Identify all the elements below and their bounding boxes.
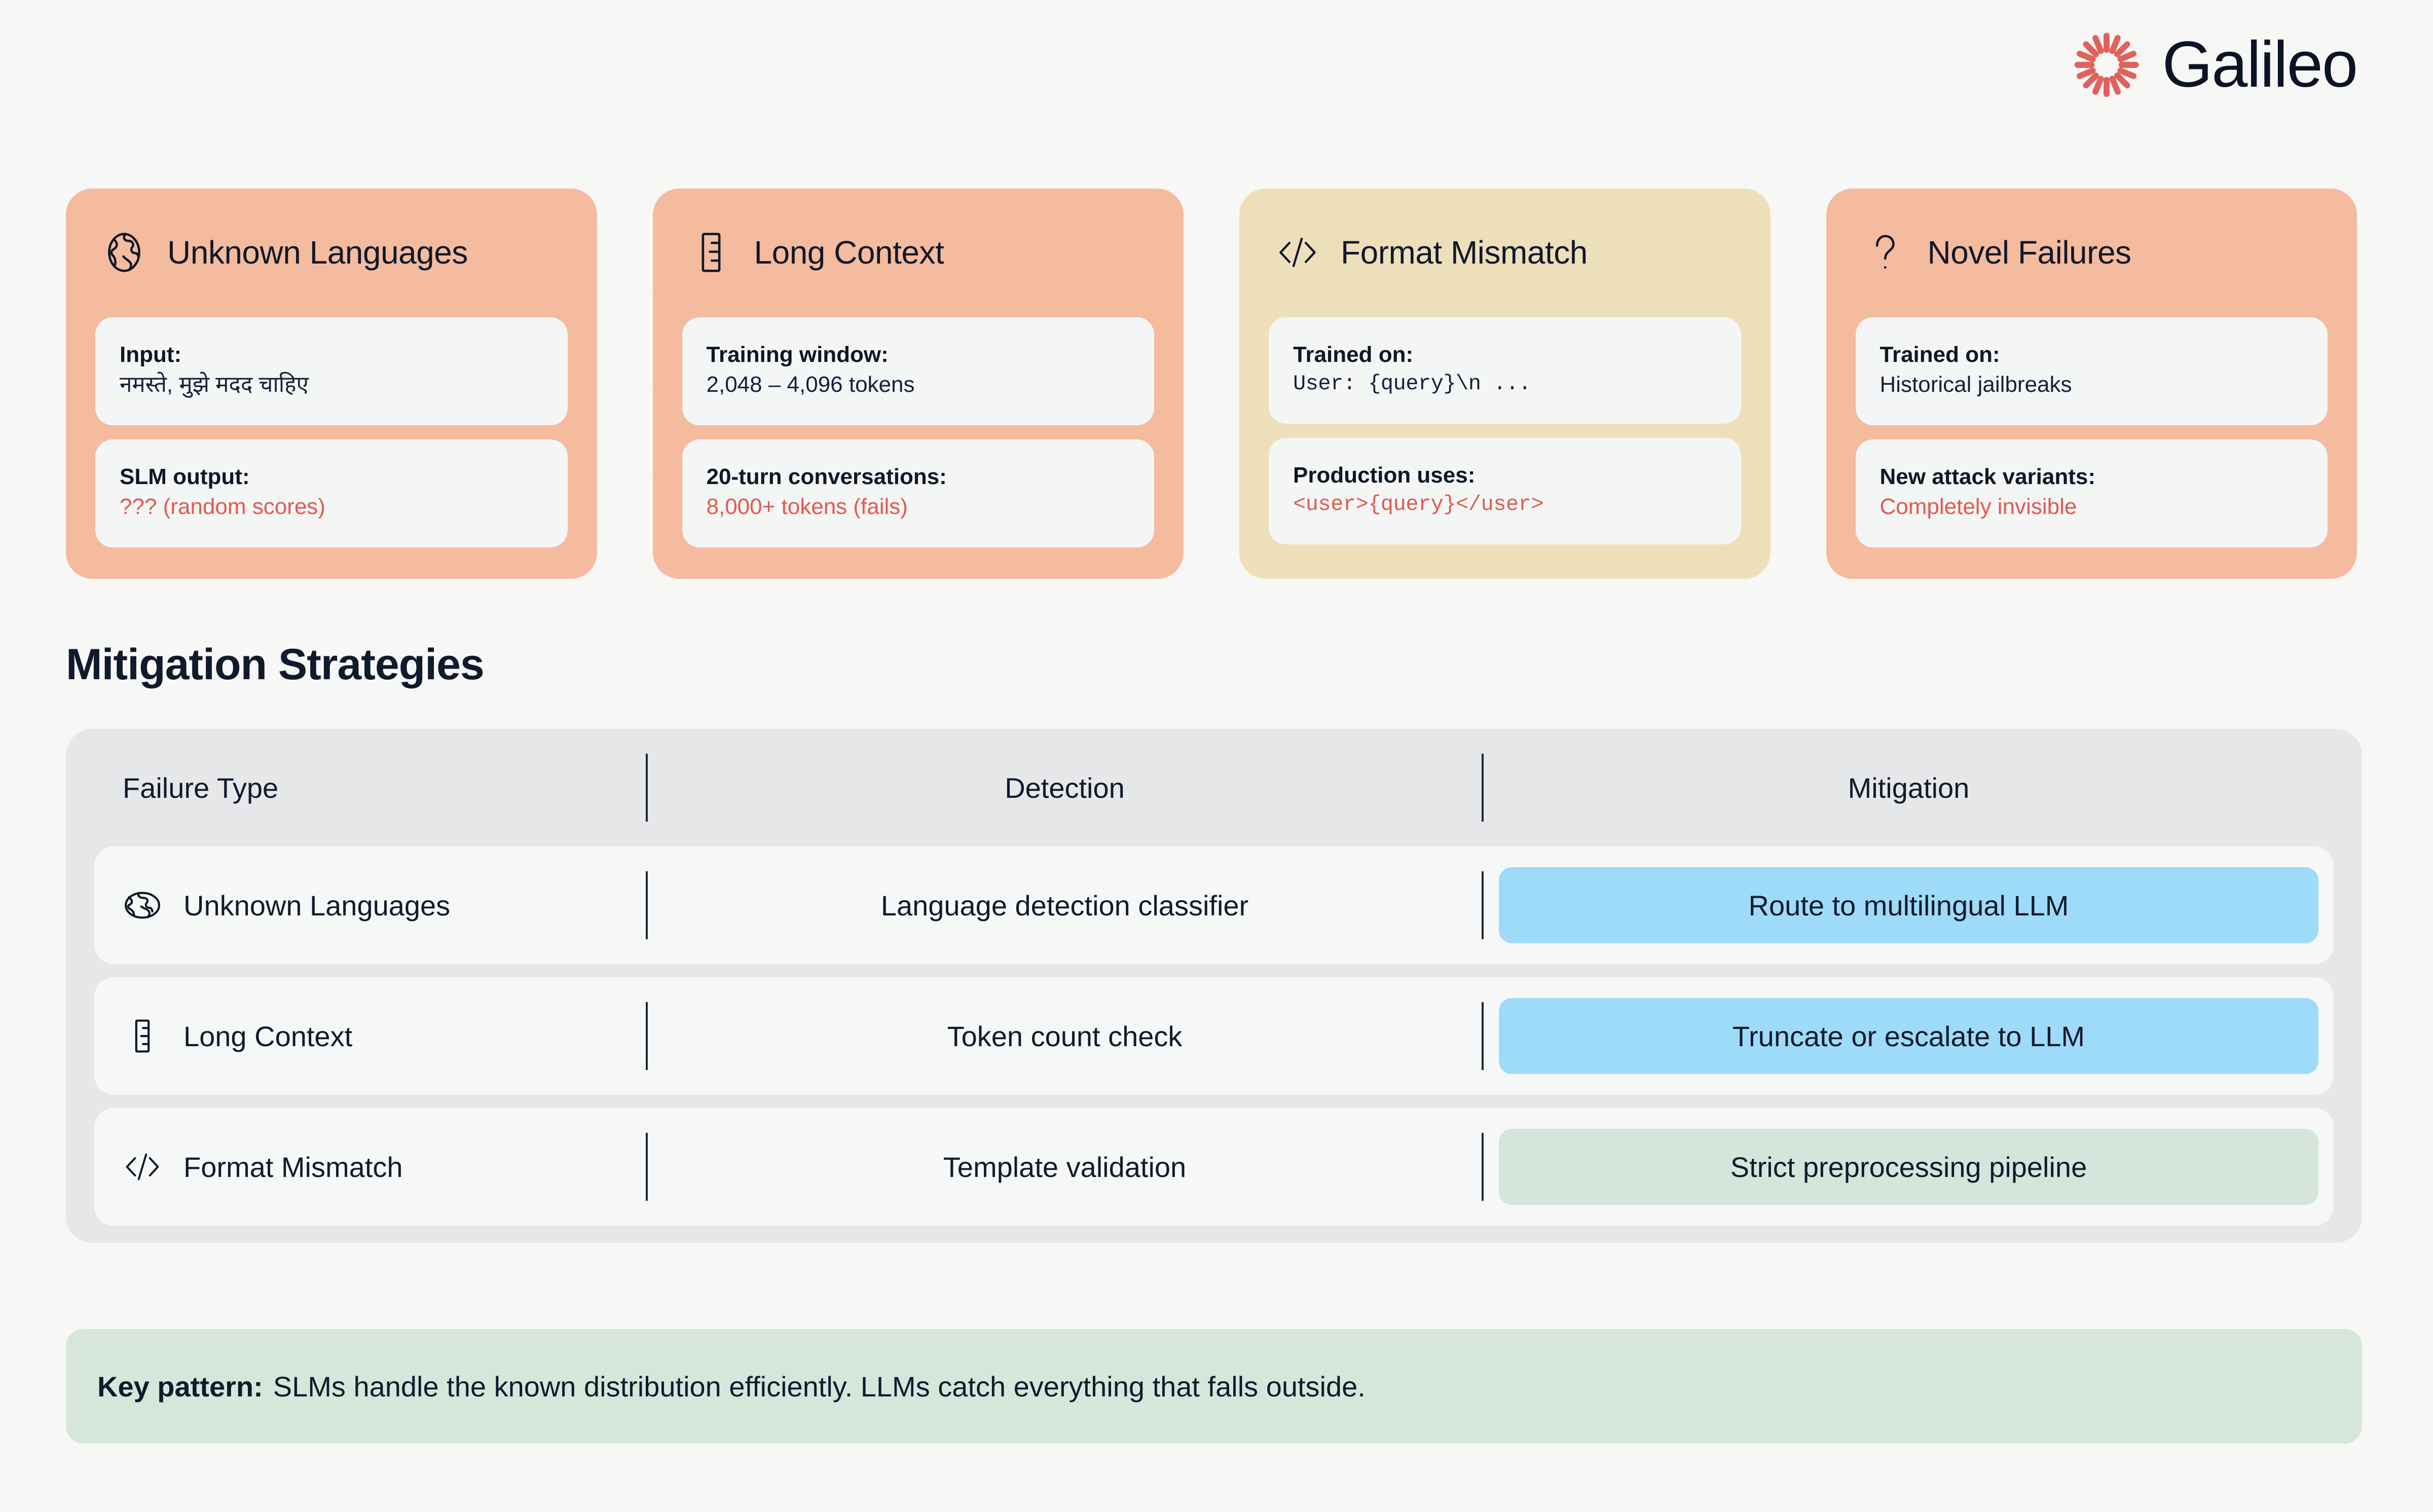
table-row: Long Context Token count check Truncate … bbox=[94, 977, 2334, 1095]
subbox-label: 20-turn conversations: bbox=[706, 464, 947, 489]
card-subbox: SLM output: ??? (random scores) bbox=[95, 439, 568, 547]
card-title: Unknown Languages bbox=[167, 234, 468, 271]
detection-label: Language detection classifier bbox=[880, 889, 1249, 921]
card-format-mismatch: Format Mismatch Trained on: User: {query… bbox=[1239, 189, 1771, 579]
key-pattern-label: Key pattern: bbox=[97, 1370, 263, 1403]
subbox-value: नमस्ते, मुझे मदद चाहिए bbox=[120, 372, 309, 397]
ruler-icon bbox=[689, 231, 733, 274]
subbox-value: 2,048 – 4,096 tokens bbox=[706, 372, 915, 397]
subbox-label: SLM output: bbox=[120, 464, 250, 489]
subbox-label: Trained on: bbox=[1879, 342, 2000, 367]
card-title: Long Context bbox=[754, 234, 944, 271]
code-brackets-icon bbox=[1276, 231, 1319, 274]
cell-failure-type: Unknown Languages bbox=[94, 846, 646, 964]
card-subbox: Production uses: <user>{query}</user> bbox=[1269, 438, 1741, 545]
column-divider bbox=[646, 1133, 648, 1201]
mitigation-strategies-table: Failure Type Detection Mitigation Unknow… bbox=[66, 729, 2362, 1243]
card-long-context: Long Context Training window: 2,048 – 4,… bbox=[652, 189, 1184, 579]
subbox-value: ??? (random scores) bbox=[120, 494, 325, 520]
subbox-value: Completely invisible bbox=[1879, 494, 2077, 520]
subbox-label: New attack variants: bbox=[1879, 464, 2096, 489]
subbox-value: <user>{query}</user> bbox=[1293, 492, 1544, 517]
table-row: Unknown Languages Language detection cla… bbox=[94, 846, 2334, 964]
card-subbox: Training window: 2,048 – 4,096 tokens bbox=[682, 317, 1154, 425]
column-divider bbox=[1482, 1133, 1484, 1201]
detection-label: Token count check bbox=[947, 1020, 1183, 1052]
subbox-label: Input: bbox=[120, 342, 182, 367]
subbox-label: Trained on: bbox=[1293, 342, 1414, 367]
cell-detection: Language detection classifier bbox=[648, 846, 1482, 964]
cell-failure-type: Long Context bbox=[94, 977, 646, 1095]
subbox-value: 8,000+ tokens (fails) bbox=[706, 494, 908, 520]
failure-cards-row: Unknown Languages Input: नमस्ते, मुझे मद… bbox=[66, 189, 2357, 579]
column-divider bbox=[646, 871, 648, 939]
card-unknown-languages: Unknown Languages Input: नमस्ते, मुझे मद… bbox=[66, 189, 597, 579]
question-mark-icon bbox=[1863, 231, 1906, 274]
cell-label: Format Mismatch bbox=[183, 1151, 403, 1183]
column-header-failure-type: Failure Type bbox=[123, 771, 279, 804]
cell-label: Unknown Languages bbox=[183, 889, 451, 921]
subbox-value: User: {query}\n ... bbox=[1293, 372, 1531, 396]
table-row: Format Mismatch Template validation Stri… bbox=[94, 1108, 2334, 1226]
card-header: Novel Failures bbox=[1856, 220, 2328, 285]
card-novel-failures: Novel Failures Trained on: Historical ja… bbox=[1826, 189, 2357, 579]
subbox-value: Historical jailbreaks bbox=[1879, 372, 2072, 397]
card-subbox: Trained on: Historical jailbreaks bbox=[1855, 317, 2328, 425]
card-title: Format Mismatch bbox=[1341, 234, 1588, 271]
globe-icon bbox=[102, 231, 146, 274]
cell-failure-type: Format Mismatch bbox=[94, 1108, 646, 1226]
column-divider bbox=[646, 1002, 648, 1070]
card-header: Long Context bbox=[682, 220, 1155, 285]
card-subbox: Input: नमस्ते, मुझे मदद चाहिए bbox=[95, 317, 568, 425]
card-subbox: New attack variants: Completely invisibl… bbox=[1855, 439, 2328, 547]
column-header-mitigation: Mitigation bbox=[1848, 771, 1970, 804]
column-divider bbox=[1482, 871, 1484, 939]
card-title: Novel Failures bbox=[1927, 234, 2132, 271]
key-pattern-text: SLMs handle the known distribution effic… bbox=[273, 1370, 1366, 1403]
cell-detection: Token count check bbox=[648, 977, 1482, 1095]
mitigation-pill[interactable]: Route to multilingual LLM bbox=[1499, 867, 2318, 943]
column-divider bbox=[646, 754, 648, 822]
mitigation-pill[interactable]: Truncate or escalate to LLM bbox=[1499, 998, 2318, 1074]
brand-logo: Galileo bbox=[2073, 28, 2358, 101]
card-header: Format Mismatch bbox=[1269, 220, 1741, 285]
cell-mitigation: Strict preprocessing pipeline bbox=[1484, 1108, 2334, 1226]
column-header-detection: Detection bbox=[1005, 771, 1125, 804]
column-divider bbox=[1482, 754, 1484, 822]
subbox-label: Production uses: bbox=[1293, 463, 1476, 488]
detection-label: Template validation bbox=[943, 1151, 1187, 1183]
cell-detection: Template validation bbox=[648, 1108, 1482, 1226]
card-subbox: Trained on: User: {query}\n ... bbox=[1269, 317, 1741, 424]
brand-name: Galileo bbox=[2162, 28, 2358, 101]
table-header-row: Failure Type Detection Mitigation bbox=[66, 729, 2362, 846]
code-brackets-icon bbox=[123, 1147, 162, 1187]
page-title: Mitigation Strategies bbox=[66, 640, 485, 689]
globe-icon bbox=[123, 886, 162, 925]
card-subbox: 20-turn conversations: 8,000+ tokens (fa… bbox=[682, 439, 1154, 547]
card-header: Unknown Languages bbox=[95, 220, 568, 285]
cell-mitigation: Truncate or escalate to LLM bbox=[1484, 977, 2334, 1095]
column-divider bbox=[1482, 1002, 1484, 1070]
galileo-starburst-icon bbox=[2073, 31, 2140, 98]
cell-label: Long Context bbox=[183, 1020, 353, 1052]
ruler-icon bbox=[123, 1016, 162, 1056]
mitigation-pill[interactable]: Strict preprocessing pipeline bbox=[1499, 1129, 2318, 1205]
cell-mitigation: Route to multilingual LLM bbox=[1484, 846, 2334, 964]
subbox-label: Training window: bbox=[706, 342, 889, 367]
key-pattern-banner: Key pattern: SLMs handle the known distr… bbox=[66, 1329, 2362, 1444]
